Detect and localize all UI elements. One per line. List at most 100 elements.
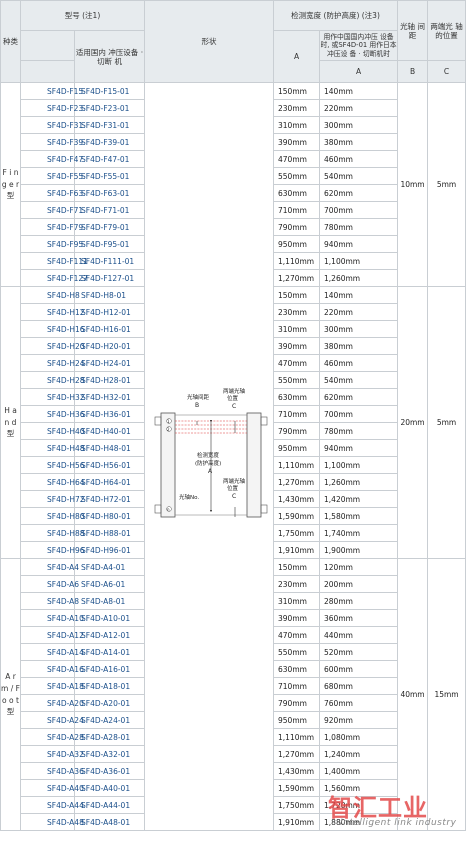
- detect-width-b: 600mm: [319, 660, 399, 678]
- detect-width-a: 550mm: [273, 643, 321, 661]
- model-number: SF4D-F31: [20, 116, 83, 134]
- detect-width-a: 1,910mm: [273, 813, 321, 831]
- model-number-domestic: SF4D-A24-01: [73, 711, 146, 729]
- header-model: 型号 (注1): [19, 0, 146, 31]
- diagram-end-letter-bottom: C: [232, 493, 236, 500]
- header-col-a: A: [273, 30, 321, 83]
- model-number: SF4D-H32: [20, 388, 85, 406]
- detect-width-a: 1,750mm: [273, 796, 321, 814]
- header-category: 种类: [0, 0, 21, 83]
- detect-width-b: 140mm: [319, 82, 399, 100]
- detect-width-a: 230mm: [273, 575, 321, 593]
- detect-width-a: 310mm: [273, 116, 321, 134]
- model-number-domestic: SF4D-H24-01: [73, 354, 146, 372]
- model-number: SF4D-H12: [20, 303, 85, 321]
- detect-width-b: 1,260mm: [319, 473, 399, 491]
- header-model-blank: [20, 30, 75, 61]
- detect-width-b: 700mm: [319, 405, 399, 423]
- model-number: SF4D-H24: [20, 354, 85, 372]
- model-number: SF4D-A14: [20, 643, 84, 661]
- detect-width-b: 360mm: [319, 609, 399, 627]
- model-number-domestic: SF4D-H16-01: [73, 320, 146, 338]
- model-number-domestic: SF4D-F47-01: [73, 150, 146, 168]
- detect-width-a: 790mm: [273, 422, 321, 440]
- detect-width-b: 1,080mm: [319, 728, 399, 746]
- model-number: SF4D-H28: [20, 371, 85, 389]
- model-number: SF4D-F63: [20, 184, 83, 202]
- model-number-domestic: SF4D-H88-01: [73, 524, 146, 542]
- detect-width-b: 220mm: [319, 303, 399, 321]
- detect-width-b: 220mm: [319, 99, 399, 117]
- model-number: SF4D-A24: [20, 711, 84, 729]
- detect-width-b: 300mm: [319, 116, 399, 134]
- model-number: SF4D-F47: [20, 150, 83, 168]
- model-number-domestic: SF4D-A8-01: [73, 592, 146, 610]
- detect-width-b: 1,420mm: [319, 490, 399, 508]
- model-number: SF4D-A8: [20, 592, 79, 610]
- end-position-value: 15mm: [427, 558, 466, 831]
- detect-width-a: 550mm: [273, 371, 321, 389]
- detect-width-b: 780mm: [319, 422, 399, 440]
- model-number-domestic: SF4D-H40-01: [73, 422, 146, 440]
- model-number-domestic: SF4D-A44-01: [73, 796, 146, 814]
- diagram-pitch-label: 光轴间距: [187, 393, 210, 401]
- detect-width-b: 460mm: [319, 150, 399, 168]
- header-col-a2: A: [319, 60, 399, 83]
- detect-width-b: 1,100mm: [319, 252, 399, 270]
- model-number-domestic: SF4D-F111-01: [73, 252, 146, 270]
- detect-width-b: 280mm: [319, 592, 399, 610]
- detect-width-b: 120mm: [319, 558, 399, 576]
- diagram-end-label-top-1: 两端光轴: [223, 387, 246, 395]
- model-number-domestic: SF4D-A40-01: [73, 779, 146, 797]
- detect-width-b: 1,240mm: [319, 745, 399, 763]
- model-number-domestic: SF4D-H72-01: [73, 490, 146, 508]
- header-pitch-col: B: [397, 60, 429, 83]
- shape-column: 光轴间距 B 两端光轴 位置 C 检测宽度 (防护高度) A 两端光轴 位置 C…: [144, 82, 275, 831]
- model-number-domestic: SF4D-A16-01: [73, 660, 146, 678]
- detect-width-a: 1,270mm: [273, 473, 321, 491]
- model-number: SF4D-F71: [20, 201, 83, 219]
- detect-width-b: 760mm: [319, 694, 399, 712]
- detect-width-b: 540mm: [319, 371, 399, 389]
- detect-width-b: 380mm: [319, 337, 399, 355]
- detect-width-a: 1,110mm: [273, 456, 321, 474]
- model-number-domestic: SF4D-F127-01: [73, 269, 146, 287]
- model-number-domestic: SF4D-F79-01: [73, 218, 146, 236]
- watermark-en: Intelligent link industry: [340, 818, 457, 828]
- detect-width-a: 710mm: [273, 677, 321, 695]
- model-number-domestic: SF4D-H12-01: [73, 303, 146, 321]
- diagram-width-label-2: (防护高度): [195, 459, 221, 467]
- detect-width-a: 1,110mm: [273, 728, 321, 746]
- model-number: SF4D-A10: [20, 609, 84, 627]
- detect-width-a: 710mm: [273, 405, 321, 423]
- pitch-value: 10mm: [397, 82, 429, 287]
- detect-width-b: 620mm: [319, 184, 399, 202]
- diagram-axis-nn: n: [167, 507, 170, 512]
- detect-width-a: 390mm: [273, 133, 321, 151]
- model-number: SF4D-A20: [20, 694, 84, 712]
- detect-width-b: 620mm: [319, 388, 399, 406]
- model-number-domestic: SF4D-F31-01: [73, 116, 146, 134]
- model-number-domestic: SF4D-F95-01: [73, 235, 146, 253]
- pitch-value: 20mm: [397, 286, 429, 559]
- detect-width-b: 1,900mm: [319, 541, 399, 559]
- detect-width-b: 200mm: [319, 575, 399, 593]
- diagram-axis-n1: 1: [167, 419, 170, 424]
- model-number-domestic: SF4D-A32-01: [73, 745, 146, 763]
- model-number-domestic: SF4D-F15-01: [73, 82, 146, 100]
